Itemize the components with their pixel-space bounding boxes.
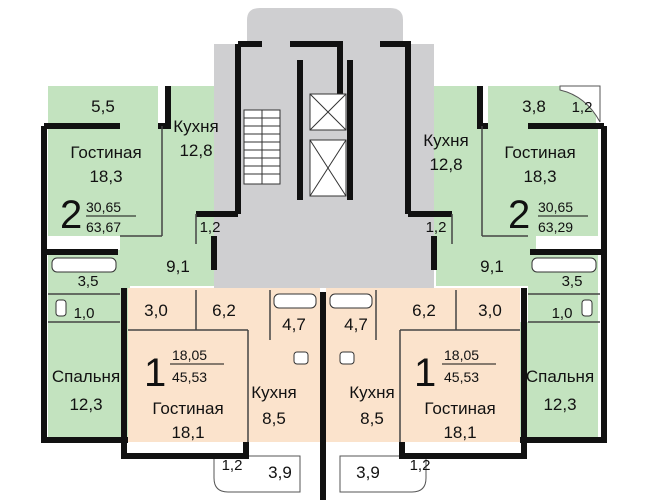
right1-living-area: 18,1 — [443, 423, 476, 442]
left2-rooms-count: 2 — [60, 193, 82, 237]
left2-living-total: 30,65 — [86, 199, 121, 215]
apt-right-1room: 3,0 6,2 4,7 1 18,05 45,53 Гостиная 18,1 … — [344, 301, 502, 482]
right2-bedroom-area: 12,3 — [543, 395, 576, 414]
left2-living-name: Гостиная — [70, 143, 141, 162]
wall-right-kitchen — [477, 86, 488, 129]
left1-bath-area: 4,7 — [282, 315, 306, 334]
wall-right1 — [399, 288, 527, 459]
left2-living-fill — [48, 126, 168, 236]
right1-fill — [400, 288, 520, 442]
left2-bath-area: 3,5 — [78, 273, 99, 290]
right2-living-area: 18,3 — [523, 167, 556, 186]
right2-living-total: 30,65 — [538, 199, 573, 215]
wall-left-kitchen — [158, 86, 171, 129]
right1-bath-area: 4,7 — [344, 315, 368, 334]
right2-bedroom-name: Спальня — [526, 367, 594, 386]
left1-living-name: Гостиная — [152, 399, 223, 418]
right1-balcony-area: 3,9 — [356, 463, 380, 482]
right2-living-name: Гостиная — [504, 143, 575, 162]
left1-kitchen-area: 8,5 — [262, 409, 286, 428]
apt-right-2room: 3,8 1,2 Гостиная 18,3 2 30,65 63,29 Кухн… — [423, 97, 594, 414]
right2-bath-area: 3,5 — [562, 273, 583, 290]
right1-bathtub — [329, 293, 373, 309]
right1-kitchen-name: Кухня — [349, 383, 395, 402]
left2-hall-area: 9,1 — [166, 257, 190, 276]
stairwell — [243, 93, 347, 197]
walls — [41, 41, 607, 500]
right2-balcony-area: 3,8 — [522, 97, 546, 116]
left2-bedroom-fill — [48, 322, 128, 440]
right2-wc-bowl — [581, 299, 593, 317]
left2-toilet-area: 1,0 — [74, 305, 95, 322]
wall-right-outer — [520, 126, 607, 443]
right1-core-fill — [326, 288, 400, 442]
right2-rooms-count: 2 — [508, 193, 530, 237]
right1-sink — [339, 351, 355, 365]
wall-left-outer — [41, 126, 128, 443]
left2-wc-bowl — [55, 299, 67, 317]
left2-bedroom-name: Спальня — [52, 367, 120, 386]
right2-hall-area: 9,1 — [480, 257, 504, 276]
right1-hall-a-area: 3,0 — [478, 301, 502, 320]
wall-core-top-mid — [290, 41, 343, 96]
left2-balcony-area: 5,5 — [91, 97, 115, 116]
right1-total-area: 45,53 — [444, 369, 479, 385]
left2-bedroom-area: 12,3 — [69, 395, 102, 414]
right1-living-name: Гостиная — [424, 399, 495, 418]
left1-fill — [128, 288, 248, 442]
left2-hall-fill — [120, 236, 214, 286]
apt-left-2room: 5,5 Гостиная 18,3 2 30,65 63,67 Кухня 12… — [52, 97, 221, 414]
left1-sink — [293, 351, 309, 365]
left2-total-area: 63,67 — [86, 219, 121, 235]
right-bay-fill — [339, 455, 427, 493]
right2-toilet-area: 1,0 — [552, 305, 573, 322]
right2-total-area: 63,29 — [538, 219, 573, 235]
right2-hall-fill — [436, 236, 536, 286]
left2-kitchen-area: 12,8 — [179, 141, 212, 160]
left1-living-area: 18,1 — [171, 423, 204, 442]
apt-left-1room: 3,0 6,2 4,7 1 18,05 45,53 Гостиная 18,1 … — [144, 301, 306, 482]
left1-bathtub — [273, 293, 317, 309]
left-bay-fill — [213, 455, 301, 493]
left1-rooms-count: 1 — [144, 351, 166, 395]
left2-living-area: 18,3 — [89, 167, 122, 186]
right1-corner-balcony-area: 1,2 — [410, 457, 431, 474]
right-corner-balcony — [559, 85, 601, 123]
right2-bathtub — [531, 257, 597, 273]
left1-hall-a-area: 3,0 — [144, 301, 168, 320]
left2-wc-area: 1,2 — [200, 219, 221, 236]
right2-corner-balcony-area: 1,2 — [572, 99, 593, 116]
left1-corner-balcony-area: 1,2 — [222, 457, 243, 474]
left1-balcony-area: 3,9 — [268, 463, 292, 482]
wall-left1 — [121, 288, 249, 459]
left1-core-fill — [248, 288, 320, 442]
left2-kitchen-name: Кухня — [173, 117, 219, 136]
left1-living-total: 18,05 — [172, 347, 207, 363]
left1-total-area: 45,53 — [172, 369, 207, 385]
right1-rooms-count: 1 — [414, 351, 436, 395]
right2-kitchen-name: Кухня — [423, 131, 469, 150]
right2-living-fill — [478, 126, 598, 236]
right2-wc-area: 1,2 — [426, 219, 447, 236]
wall-core-top-right — [380, 41, 411, 214]
right2-kitchen-area: 12,8 — [429, 155, 462, 174]
right2-bedroom-fill — [520, 322, 598, 440]
left1-hall-b-area: 6,2 — [212, 301, 236, 320]
right1-living-total: 18,05 — [444, 347, 479, 363]
right1-kitchen-area: 8,5 — [360, 409, 384, 428]
left2-bathtub — [51, 257, 117, 273]
partitions — [48, 126, 600, 442]
top-bay-fill — [247, 8, 403, 44]
right1-hall-b-area: 6,2 — [412, 301, 436, 320]
left2-balcony-fill — [48, 86, 158, 126]
left1-kitchen-name: Кухня — [251, 383, 297, 402]
fixtures — [51, 257, 597, 365]
left2-hall-lower-fill — [120, 236, 130, 326]
